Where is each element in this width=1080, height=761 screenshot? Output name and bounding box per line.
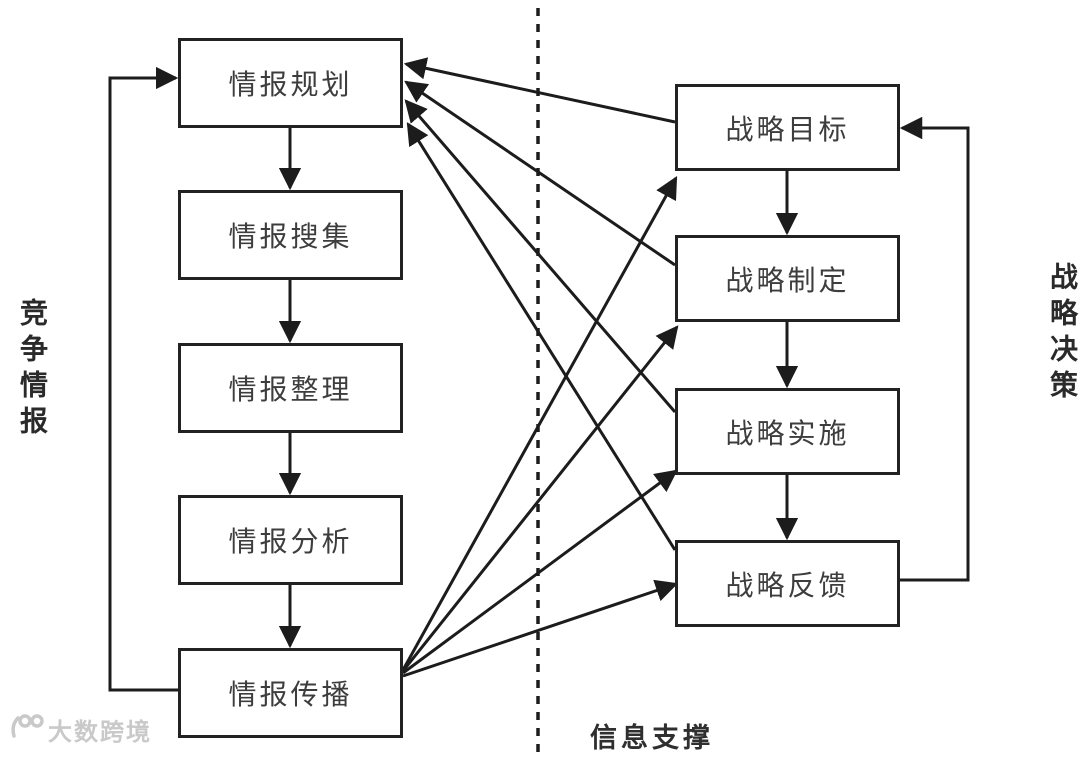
node-strategy-implementation: 战略实施	[675, 388, 900, 475]
node-intel-dissemination: 情报传播	[178, 648, 403, 738]
node-intel-planning: 情报规划	[178, 38, 403, 128]
edge-情报传播-to-战略制定	[401, 325, 679, 672]
node-intel-organization: 情报整理	[178, 343, 403, 433]
edge-战略实施-to-情报规划	[404, 99, 677, 413]
edge-情报传播-to-情报规划	[108, 66, 179, 692]
edge-情报传播-to-战略目标	[401, 176, 678, 671]
watermark: 大数跨境	[8, 712, 152, 747]
node-strategy-feedback: 战略反馈	[675, 540, 900, 627]
watermark-logo-icon	[8, 712, 44, 747]
node-strategy-formulation: 战略制定	[675, 235, 900, 322]
divider-label: 信息支撑	[590, 723, 714, 753]
edge-战略目标-to-情报规划	[403, 57, 676, 124]
edge-情报传播-to-战略反馈	[402, 579, 679, 678]
right-group-label: 战略决策	[1047, 262, 1078, 406]
node-strategic-goal: 战略目标	[675, 84, 900, 171]
edge-战略制定-to-情报规划	[404, 80, 676, 267]
node-intel-collection: 情报搜集	[178, 190, 403, 280]
edge-战略反馈-to-战略目标	[899, 116, 970, 582]
edge-战略反馈-to-情报规划	[406, 122, 677, 551]
left-group-label: 竞争情报	[17, 298, 48, 442]
edge-情报传播-to-战略实施	[402, 469, 678, 675]
watermark-text: 大数跨境	[48, 719, 152, 746]
node-intel-analysis: 情报分析	[178, 495, 403, 585]
